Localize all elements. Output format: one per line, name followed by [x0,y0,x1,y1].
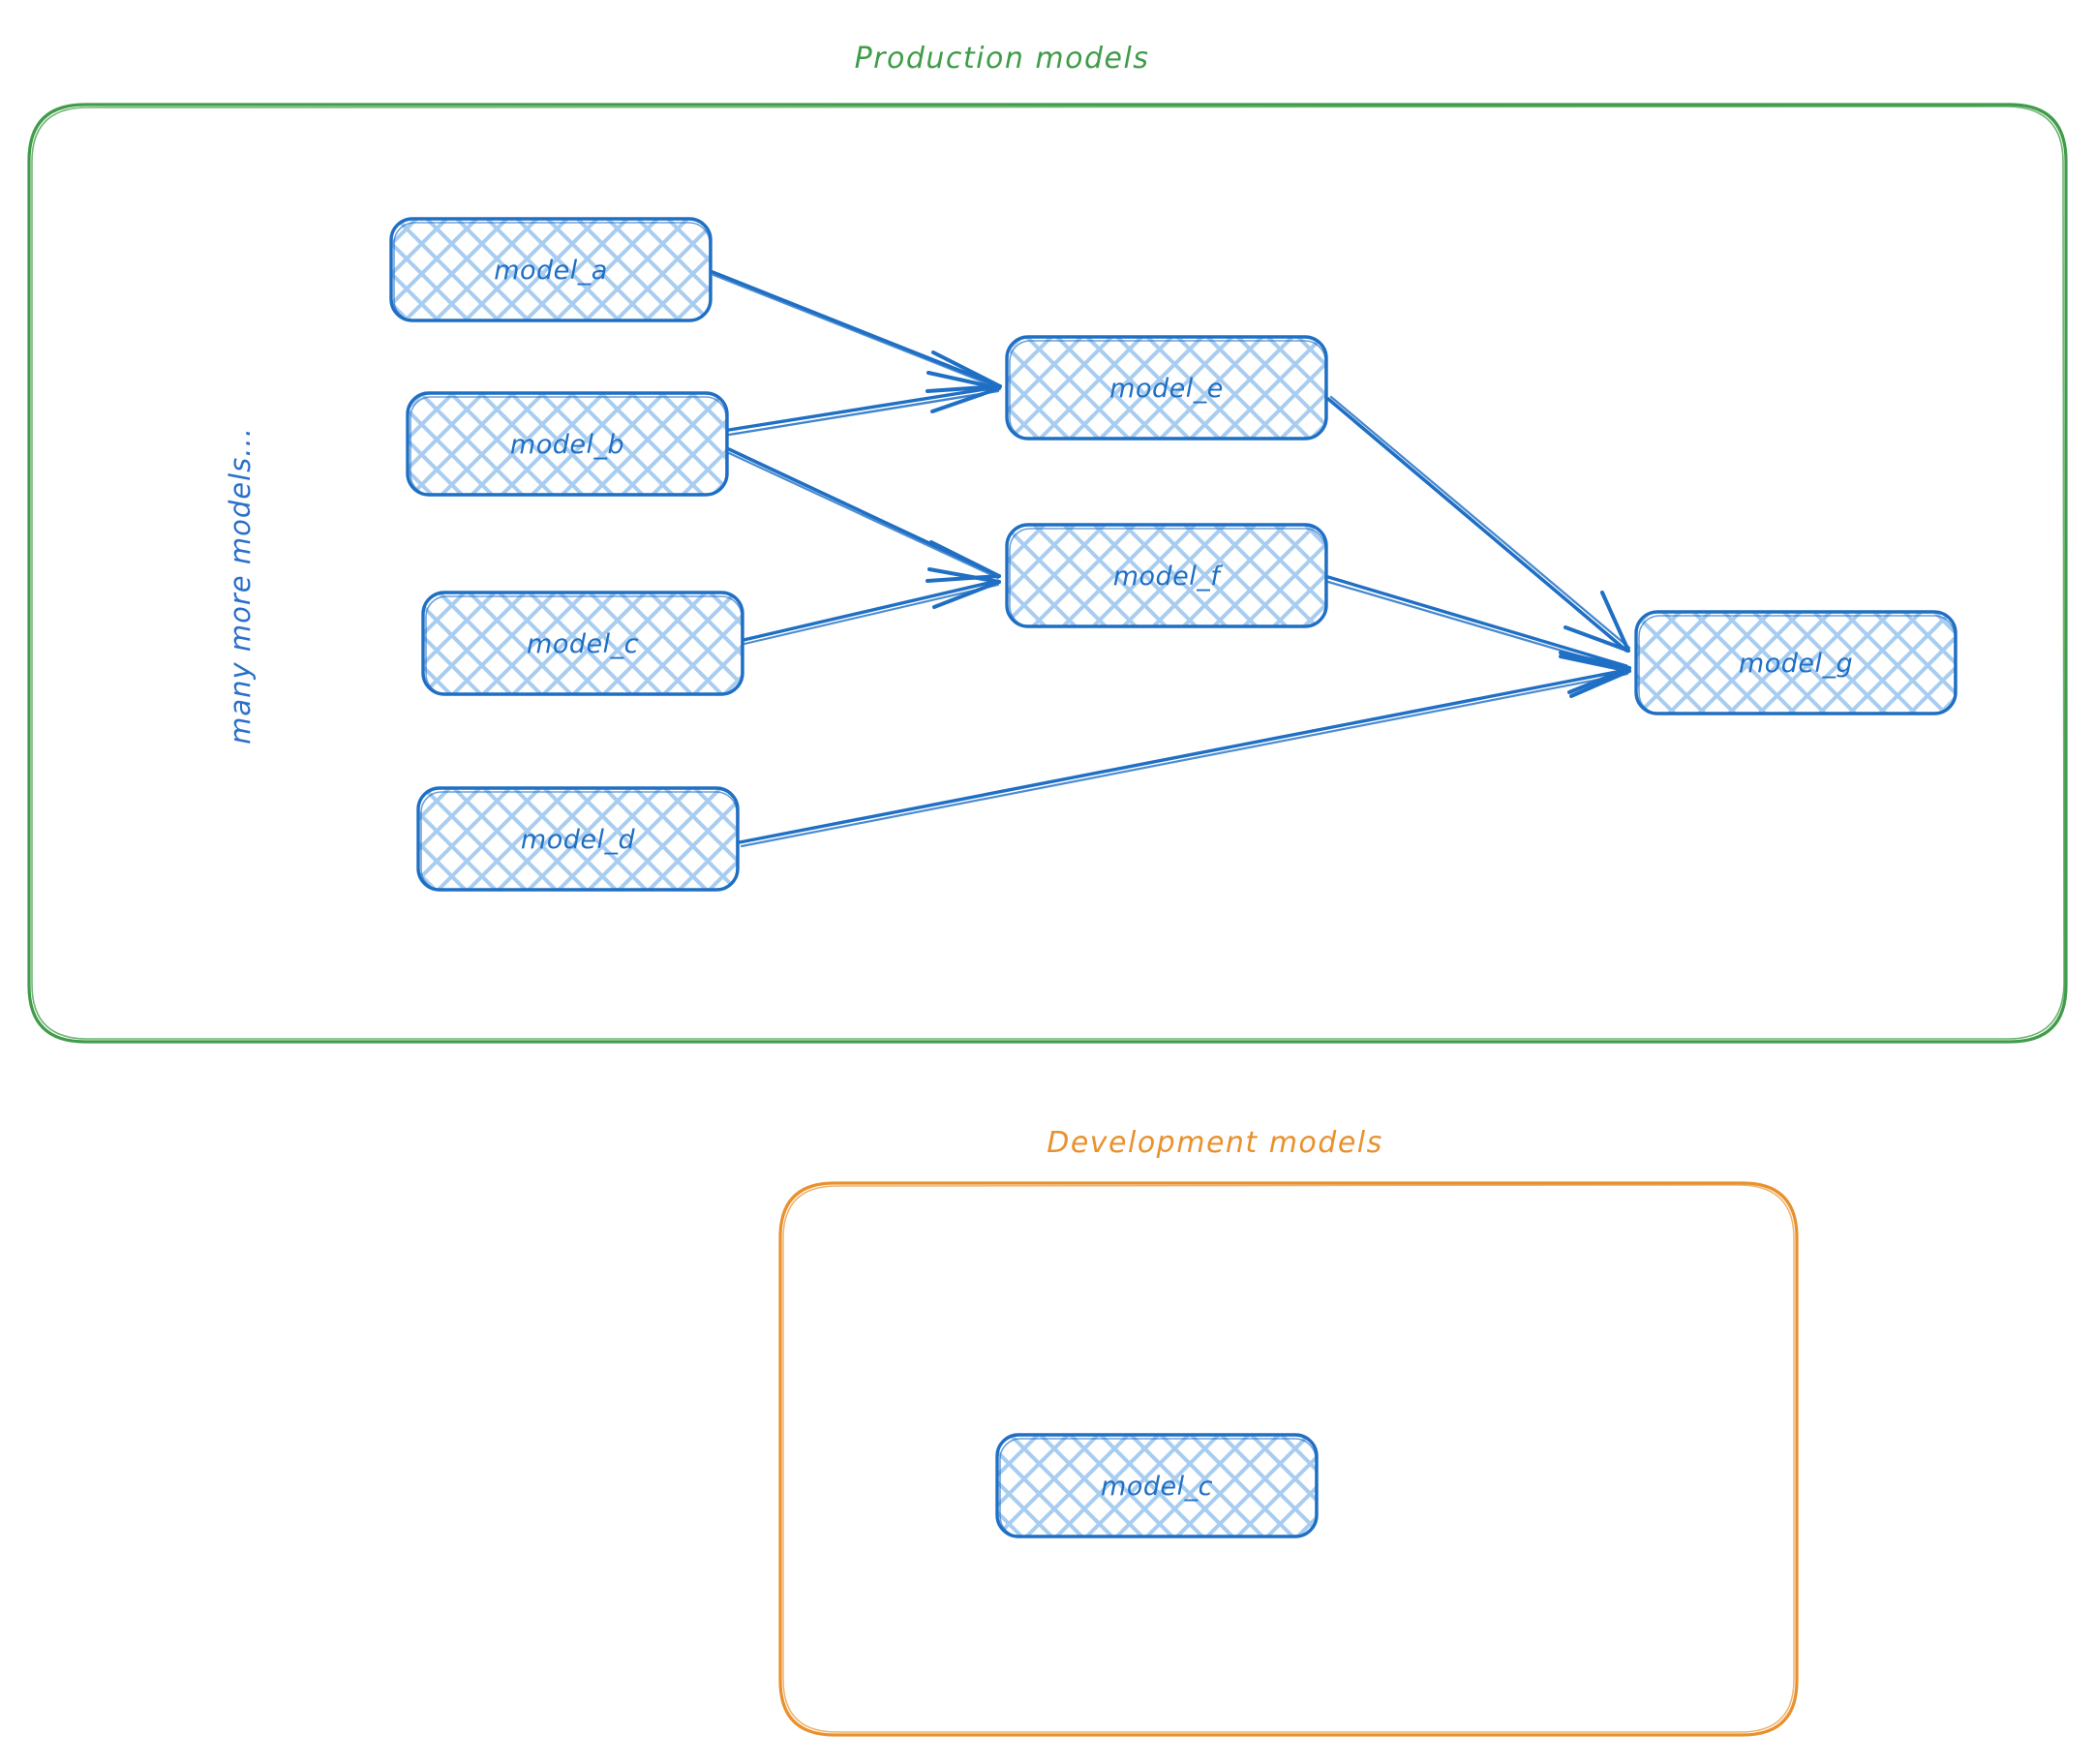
node-label: model_f [1113,562,1224,592]
edge-c-f [742,567,1001,646]
edge-e-g [1326,395,1631,653]
edge-a-e [711,270,1002,393]
node-prod-model-d[interactable]: model_d [416,786,740,892]
edge-d-g [738,654,1631,848]
node-label: model_b [510,430,624,460]
node-label: model_g [1739,649,1853,679]
side-note-many-more-models: many more models... [224,427,257,745]
nodes-layer: model_a model_b model_c model_d mode [389,217,1958,1538]
node-label: model_c [527,629,639,659]
group-container-production [27,103,2068,1044]
node-prod-model-e[interactable]: model_e [1005,335,1328,441]
node-prod-model-f[interactable]: model_f [1005,523,1328,628]
node-prod-model-g[interactable]: model_g [1634,610,1958,715]
node-label: model_a [494,256,608,286]
group-container-development [778,1181,1799,1737]
edges-layer [711,270,1631,848]
edge-b-f [727,447,1001,583]
node-label: model_e [1109,374,1224,404]
node-label: model_c [1101,1472,1213,1502]
edge-b-e [727,371,1001,437]
node-prod-model-b[interactable]: model_b [406,391,729,497]
group-label-production: Production models [855,42,1150,76]
group-label-development: Development models [1047,1126,1383,1160]
node-prod-model-c[interactable]: model_c [421,591,744,696]
node-prod-model-a[interactable]: model_a [389,217,713,322]
node-label: model_d [521,825,636,855]
node-dev-model-c[interactable]: model_c [995,1433,1319,1538]
